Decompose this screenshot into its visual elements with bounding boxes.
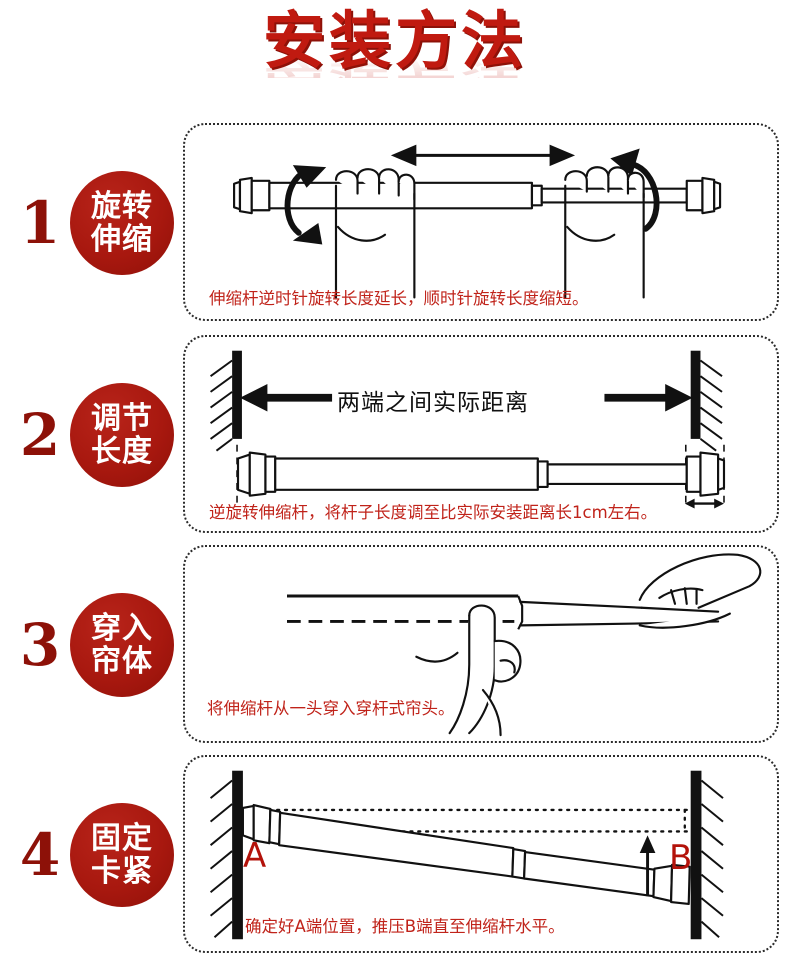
step-4-panel: A B 确定好A端位置，推压B端直至伸缩杆水平。	[183, 755, 779, 953]
step-3-number: 3	[19, 611, 61, 679]
page-title: 安装方法 安装方法	[0, 6, 790, 116]
step-1-caption: 伸缩杆逆时针旋转长度延长，顺时针旋转长度缩短。	[209, 289, 589, 308]
step-1-badge: 旋转 伸缩	[70, 171, 174, 275]
step-3-badge-line2: 帘体	[91, 644, 153, 679]
step-2-distance-label: 两端之间实际距离	[337, 390, 529, 416]
step-1-panel: 伸缩杆逆时针旋转长度延长，顺时针旋转长度缩短。	[183, 123, 779, 321]
page-title-reflection: 安装方法	[262, 57, 527, 78]
step-4-illustration	[209, 770, 724, 940]
step-2-badge-line2: 长度	[91, 434, 153, 469]
step-1-illustration	[233, 144, 722, 299]
step-2-badge-line1: 调节	[91, 401, 153, 436]
step-3-row: 3 穿入 帘体	[0, 540, 790, 750]
step-4-badge-line2: 卡紧	[91, 854, 153, 889]
step-2-caption: 逆旋转伸缩杆，将杆子长度调至比实际安装距离长1cm左右。	[209, 503, 658, 522]
step-4-end-label-b: B	[669, 838, 693, 878]
step-2-badge: 调节 长度	[70, 383, 174, 487]
step-4-badge-line1: 固定	[91, 821, 153, 856]
step-4-number: 4	[19, 821, 61, 889]
step-1-badge-line2: 伸缩	[91, 222, 153, 257]
step-1-row: 1 旋转 伸缩	[0, 118, 790, 328]
step-2-illustration	[209, 350, 726, 509]
step-3-panel: 将伸缩杆从一头穿入穿杆式帘头。	[183, 545, 779, 743]
step-4-row: 4 固定 卡紧	[0, 750, 790, 960]
step-1-badge-line1: 旋转	[91, 189, 153, 224]
step-1-number: 1	[19, 189, 61, 257]
step-1-badge-area: 1 旋转 伸缩	[8, 118, 183, 328]
step-3-badge-line1: 穿入	[91, 611, 153, 646]
step-4-end-label-a: A	[243, 836, 267, 876]
step-3-badge: 穿入 帘体	[70, 593, 174, 697]
page-title-text: 安装方法	[262, 4, 527, 77]
step-3-caption: 将伸缩杆从一头穿入穿杆式帘头。	[207, 699, 455, 718]
step-2-row: 2 调节 长度	[0, 330, 790, 540]
step-2-number: 2	[19, 401, 61, 469]
step-4-badge: 固定 卡紧	[70, 803, 174, 907]
step-4-caption: 确定好A端位置，推压B端直至伸缩杆水平。	[245, 917, 565, 936]
step-3-badge-area: 3 穿入 帘体	[8, 540, 183, 750]
step-2-badge-area: 2 调节 长度	[8, 330, 183, 540]
step-4-badge-area: 4 固定 卡紧	[8, 750, 183, 960]
step-3-illustration	[287, 553, 762, 737]
step-2-panel: 两端之间实际距离 逆旋转伸缩杆，将杆子长度调至比实际安装距离长1cm左右。	[183, 335, 779, 533]
